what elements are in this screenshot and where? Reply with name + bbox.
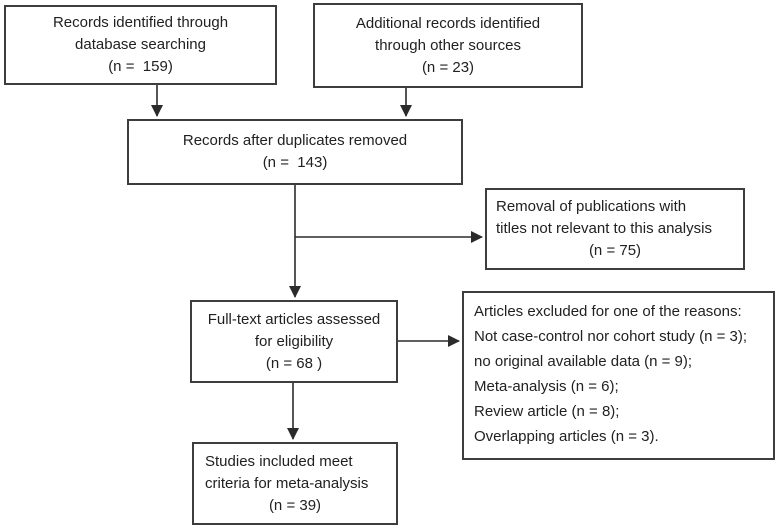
box-text-line: Records after duplicates removed	[182, 132, 408, 149]
box-n-value: (n = 68 )	[265, 354, 323, 372]
box-text-line: Articles excluded for one of the reasons…	[474, 303, 742, 320]
box-text-line: Studies included meet	[205, 452, 353, 470]
box-text-line: Removal of publications with	[496, 198, 687, 215]
box-text-line: Overlapping articles (n = 3).	[474, 428, 659, 445]
box-n-value: (n = 75)	[588, 242, 642, 259]
box-studies-included-meta-analysis: Studies included meet criteria for meta-…	[192, 442, 398, 525]
box-records-after-duplicates-removed: Records after duplicates removed (n = 14…	[127, 119, 463, 185]
box-records-identified-database: Records identified through database sear…	[4, 5, 277, 85]
box-text-line: Review article (n = 8);	[474, 403, 620, 420]
box-n-value: (n = 159)	[108, 58, 173, 75]
box-text-line: for eligibility	[254, 332, 334, 350]
box-fulltext-articles-assessed: Full-text articles assessed for eligibil…	[190, 300, 398, 383]
box-text-line: Meta-analysis (n = 6);	[474, 378, 619, 395]
box-text-line: no original available data (n = 9);	[474, 353, 693, 370]
box-text-line: Additional records identified	[355, 14, 541, 32]
box-text-line: Not case-control nor cohort study (n = 3…	[474, 328, 748, 345]
box-articles-excluded-reasons: Articles excluded for one of the reasons…	[462, 291, 775, 460]
box-text-line: Records identified through	[52, 14, 229, 31]
box-removal-titles-not-relevant: Removal of publications with titles not …	[485, 188, 745, 270]
box-records-identified-other-sources: Additional records identified through ot…	[313, 3, 583, 88]
box-n-value: (n = 143)	[262, 154, 328, 171]
box-text-line: Full-text articles assessed	[207, 310, 381, 328]
box-text-line: through other sources	[375, 36, 521, 54]
box-text-line: criteria for meta-analysis	[205, 474, 369, 492]
box-n-value: (n = 39)	[268, 496, 322, 514]
box-text-line: titles not relevant to this analysis	[496, 220, 712, 237]
box-n-value: (n = 23)	[421, 58, 475, 76]
box-text-line: database searching	[75, 36, 206, 53]
